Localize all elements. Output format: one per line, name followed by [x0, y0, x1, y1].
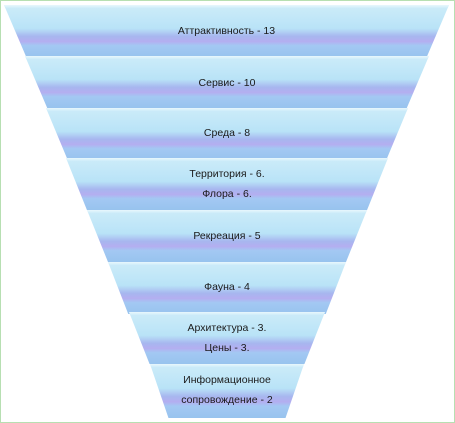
funnel-level-1-label: Аттрактивность - 13: [4, 21, 449, 41]
funnel-level-8-line-1: Информационное: [183, 374, 271, 386]
funnel-level-1: Аттрактивность - 13: [4, 5, 449, 57]
funnel-level-5: Рекреация - 5: [87, 210, 367, 262]
funnel-level-4-line-2: Флора - 6.: [202, 188, 252, 200]
funnel-level-6: Фауна - 4: [108, 262, 346, 314]
funnel-level-6-label: Фауна - 4: [108, 277, 346, 297]
funnel-level-4-label: Территория - 6. Флора - 6.: [66, 164, 388, 204]
funnel-level-8: Информационное сопровождение - 2: [150, 364, 304, 418]
funnel-level-3-label: Среда - 8: [46, 123, 408, 143]
funnel-level-2-line-1: Сервис - 10: [198, 77, 256, 89]
funnel-level-2: Сервис - 10: [25, 56, 429, 108]
funnel-level-7-line-1: Архитектура - 3.: [187, 322, 267, 334]
funnel-level-8-line-2: сопровождение - 2: [181, 394, 273, 406]
funnel-level-5-label: Рекреация - 5: [87, 226, 367, 246]
funnel-level-6-line-1: Фауна - 4: [204, 281, 250, 293]
funnel-level-4-line-1: Территория - 6.: [189, 168, 265, 180]
funnel-level-3-line-1: Среда - 8: [203, 127, 251, 139]
funnel-level-7-label: Архитектура - 3. Цены - 3.: [129, 318, 325, 358]
funnel-level-1-line-1: Аттрактивность - 13: [177, 25, 276, 37]
funnel-level-5-line-1: Рекреация - 5: [193, 230, 261, 242]
funnel-level-7-line-2: Цены - 3.: [204, 342, 250, 354]
funnel-level-7: Архитектура - 3. Цены - 3.: [129, 312, 325, 364]
funnel-level-3: Среда - 8: [46, 108, 408, 160]
funnel-level-4: Территория - 6. Флора - 6.: [66, 158, 388, 210]
funnel-level-8-label: Информационное сопровождение - 2: [150, 370, 304, 410]
funnel-level-2-label: Сервис - 10: [25, 73, 429, 93]
